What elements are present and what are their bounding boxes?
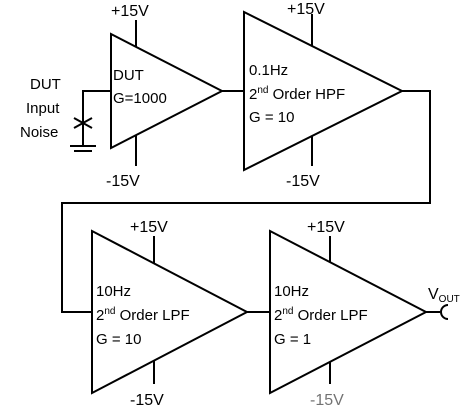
hpf-stage: +15V -15V 0.1Hz 2nd Order HPF G = 10 — [243, 1, 405, 190]
hpf-pos-supply: +15V — [287, 1, 325, 18]
dut-stage-name: DUT — [113, 67, 144, 84]
wire-source-to-dut — [82, 90, 111, 140]
hpf-neg-supply: -15V — [286, 173, 320, 190]
lpf1-filter-order: 2nd Order LPF — [96, 306, 190, 324]
output-terminal-icon — [440, 304, 449, 320]
ground-symbol — [70, 140, 96, 152]
dut-gain: G=1000 — [113, 90, 167, 107]
lpf2-stage: +15V -15V 10Hz 2nd Order LPF G = 1 — [269, 219, 429, 409]
lpf2-gain: G = 1 — [274, 331, 311, 348]
lpf2-pos-supply: +15V — [307, 219, 345, 236]
hpf-gain: G = 10 — [249, 109, 294, 126]
noise-source-label: DUT Input Noise — [20, 76, 61, 141]
source-label-line3: Noise — [20, 124, 58, 141]
lpf1-stage: +15V -15V 10Hz 2nd Order LPF G = 10 — [91, 219, 250, 409]
lpf1-pos-supply: +15V — [130, 219, 168, 236]
hpf-corner-frequency: 0.1Hz — [249, 62, 288, 79]
lpf1-corner-frequency: 10Hz — [96, 283, 131, 300]
noise-source-icon — [73, 113, 93, 133]
output-label: VOUT — [428, 286, 460, 305]
dut-amplifier: +15V -15V DUT G=1000 — [106, 3, 225, 190]
source-label-line1: DUT — [30, 76, 61, 93]
dut-pos-supply: +15V — [111, 3, 149, 20]
source-label-line2: Input — [26, 100, 60, 117]
lpf1-gain: G = 10 — [96, 331, 141, 348]
lpf2-corner-frequency: 10Hz — [274, 283, 309, 300]
hpf-filter-order: 2nd Order HPF — [249, 85, 345, 103]
lpf1-neg-supply: -15V — [130, 392, 164, 409]
lpf2-neg-supply: -15V — [310, 392, 344, 409]
dut-neg-supply: -15V — [106, 173, 140, 190]
wire-hpf-to-lpf1 — [61, 90, 431, 313]
lpf2-filter-order: 2nd Order LPF — [274, 306, 368, 324]
